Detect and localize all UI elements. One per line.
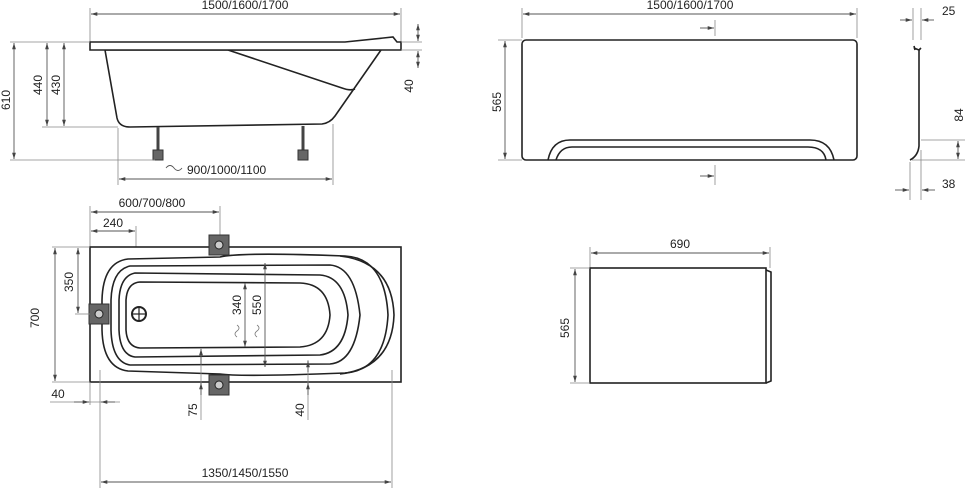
backrest-line [227,49,356,91]
leg-spacing-label: 900/1000/1100 [187,163,267,177]
foot-top [208,234,230,256]
inner-550-label: 550 [250,295,264,315]
leg-position-label: 600/700/800 [119,196,186,210]
front-panel [521,39,858,161]
panel-length-label: 1500/1600/1700 [647,0,734,12]
side-view: 1500/1600/1700 610 440 430 40 900/1000/1… [0,0,422,185]
profile-38-label: 38 [942,177,956,191]
drain-offset-label: 240 [103,216,123,230]
edge-40-right-label: 40 [293,403,307,417]
rim-label: 40 [402,79,416,93]
headrest [339,255,395,375]
tub-rim [89,36,402,51]
front-panel-view: 1500/1600/1700 565 [490,0,858,185]
tub-basin-mid [118,272,349,358]
leg-left [152,127,164,161]
leg-right [297,126,309,161]
end-panel-width-label: 690 [670,237,690,251]
end-panel-height-label: 565 [558,318,572,338]
edge-75-label: 75 [186,403,200,417]
edge-40-left-label: 40 [51,387,65,401]
inner-340-label: 340 [230,295,244,315]
tub-basin-floor [125,281,331,349]
approx-icon [165,165,183,171]
foot-left [88,303,110,325]
tub-basin-outer [110,264,361,366]
height-430-label: 430 [49,75,63,95]
profile-shape [909,47,920,161]
inner-length-label: 1350/1450/1550 [202,466,289,480]
drain-icon [131,306,147,322]
end-panel-view: 690 565 [558,237,772,384]
side-length-label: 1500/1600/1700 [202,0,289,12]
tub-body [104,49,383,128]
panel-height-label: 565 [490,92,504,112]
foot-bottom [208,374,230,396]
width-label: 700 [28,308,42,328]
end-panel [589,267,767,384]
profile-84-label: 84 [952,108,966,122]
approx-icon [234,324,260,338]
top-view: 600/700/800 240 350 [28,196,402,488]
panel-profile-view: 25 84 38 [895,4,966,200]
panel-groove [547,139,835,161]
total-height-label: 610 [0,90,13,110]
profile-top-label: 25 [942,4,956,18]
half-width-label: 350 [62,272,76,292]
height-440-label: 440 [31,75,45,95]
